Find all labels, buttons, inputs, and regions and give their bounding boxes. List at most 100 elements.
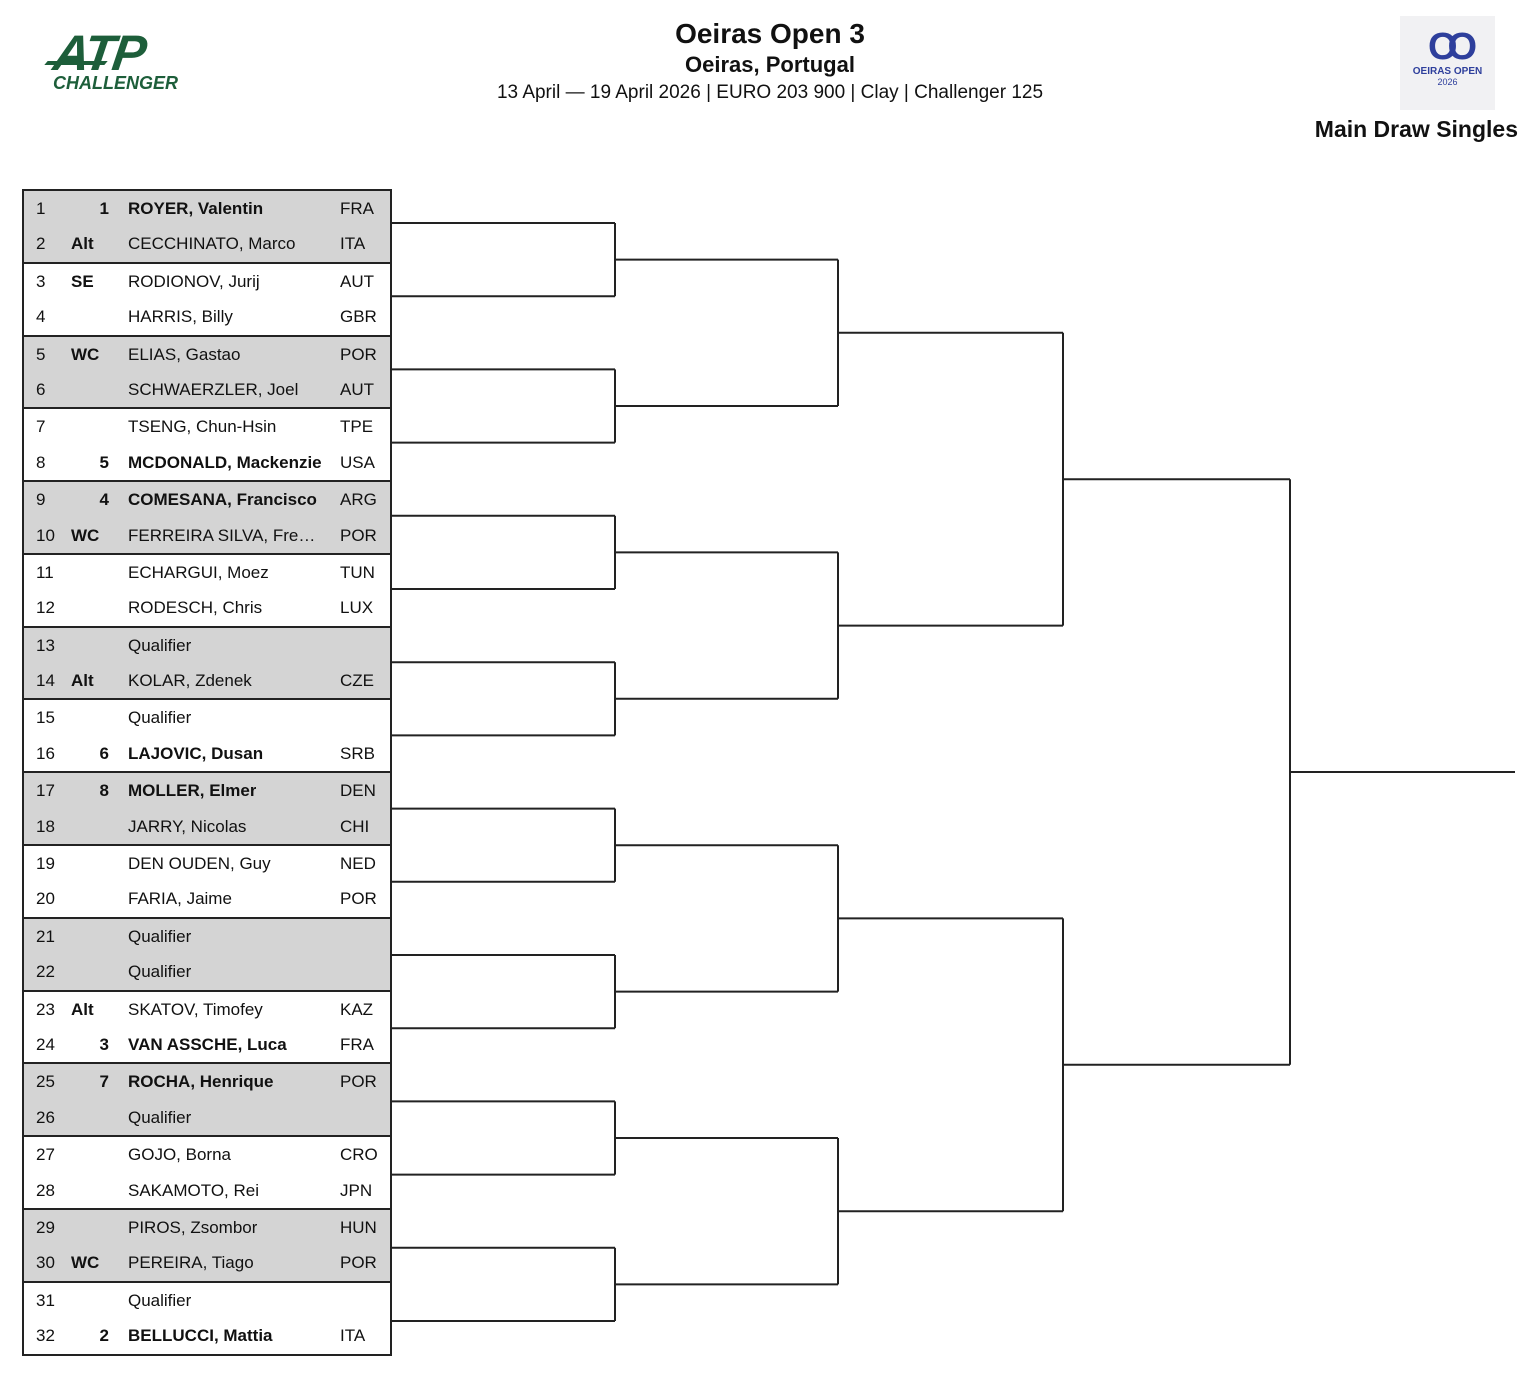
entry-type: SE [71,271,94,291]
atp-challenger-logo: ATP CHALLENGER [44,25,186,98]
draw-position: 1 [36,199,46,218]
player-country: LUX [340,598,374,618]
draw-position: 27 [36,1145,55,1165]
entry-type: WC [71,1253,100,1273]
draw-position: 15 [36,708,55,728]
player-country: ITA [340,1326,366,1346]
draw-position: 14 [36,671,55,691]
entry-type: Alt [71,234,94,254]
player-country: JPN [340,1180,373,1200]
draw-position: 6 [36,379,46,399]
draw-position: 18 [36,816,55,836]
tournament-details: 13 April — 19 April 2026 | EURO 203 900 … [496,82,1044,103]
draw-position: 16 [36,743,55,763]
draw-position: 13 [36,635,55,655]
seed-number: 6 [99,743,109,763]
draw-position: 19 [36,854,55,874]
player-country: CRO [340,1145,378,1165]
player-country: NED [340,854,376,874]
player-country: ARG [340,490,377,510]
player-country: HUN [340,1217,377,1237]
draw-position: 29 [36,1217,55,1237]
infinity-icon: OO [1427,26,1477,68]
seed-number: 8 [99,781,109,801]
player-country: DEN [340,781,376,801]
seed-number: 4 [99,490,109,510]
draw-position: 12 [36,598,55,618]
player-country: GBR [340,307,377,327]
entry-type: Alt [71,999,94,1019]
draw-position: 7 [36,417,46,437]
player-country: USA [340,452,375,472]
draw-position: 3 [36,271,46,291]
draw-position: 24 [36,1034,55,1054]
player-country: SRB [340,743,375,763]
player-country: POR [340,344,377,364]
draw-position: 20 [36,889,55,909]
oeiras-logo-text: OEIRAS OPEN [1412,66,1483,77]
seed-number: 2 [99,1326,109,1346]
player-country: TUN [340,562,375,582]
entry-type: WC [71,344,100,364]
entry-type: WC [71,525,100,545]
tournament-title: Oeiras Open 3 [675,18,865,49]
player-country: AUT [340,271,374,291]
draw-position: 21 [36,926,55,946]
seed-number: 5 [99,452,109,472]
draw-position: 25 [36,1072,55,1092]
draw-position: 26 [36,1107,55,1127]
player-country: KAZ [340,999,374,1019]
player-country: POR [340,525,377,545]
draw-title: Main Draw Singles [1314,116,1518,142]
player-country: CHI [340,816,370,836]
player-country: FRA [340,199,374,218]
player-country: CZE [340,671,374,691]
draw-position: 32 [36,1326,55,1346]
tournament-location: Oeiras, Portugal [685,52,855,77]
seed-number: 7 [99,1072,109,1092]
player-country: ITA [340,234,366,254]
draw-position: 23 [36,999,55,1019]
